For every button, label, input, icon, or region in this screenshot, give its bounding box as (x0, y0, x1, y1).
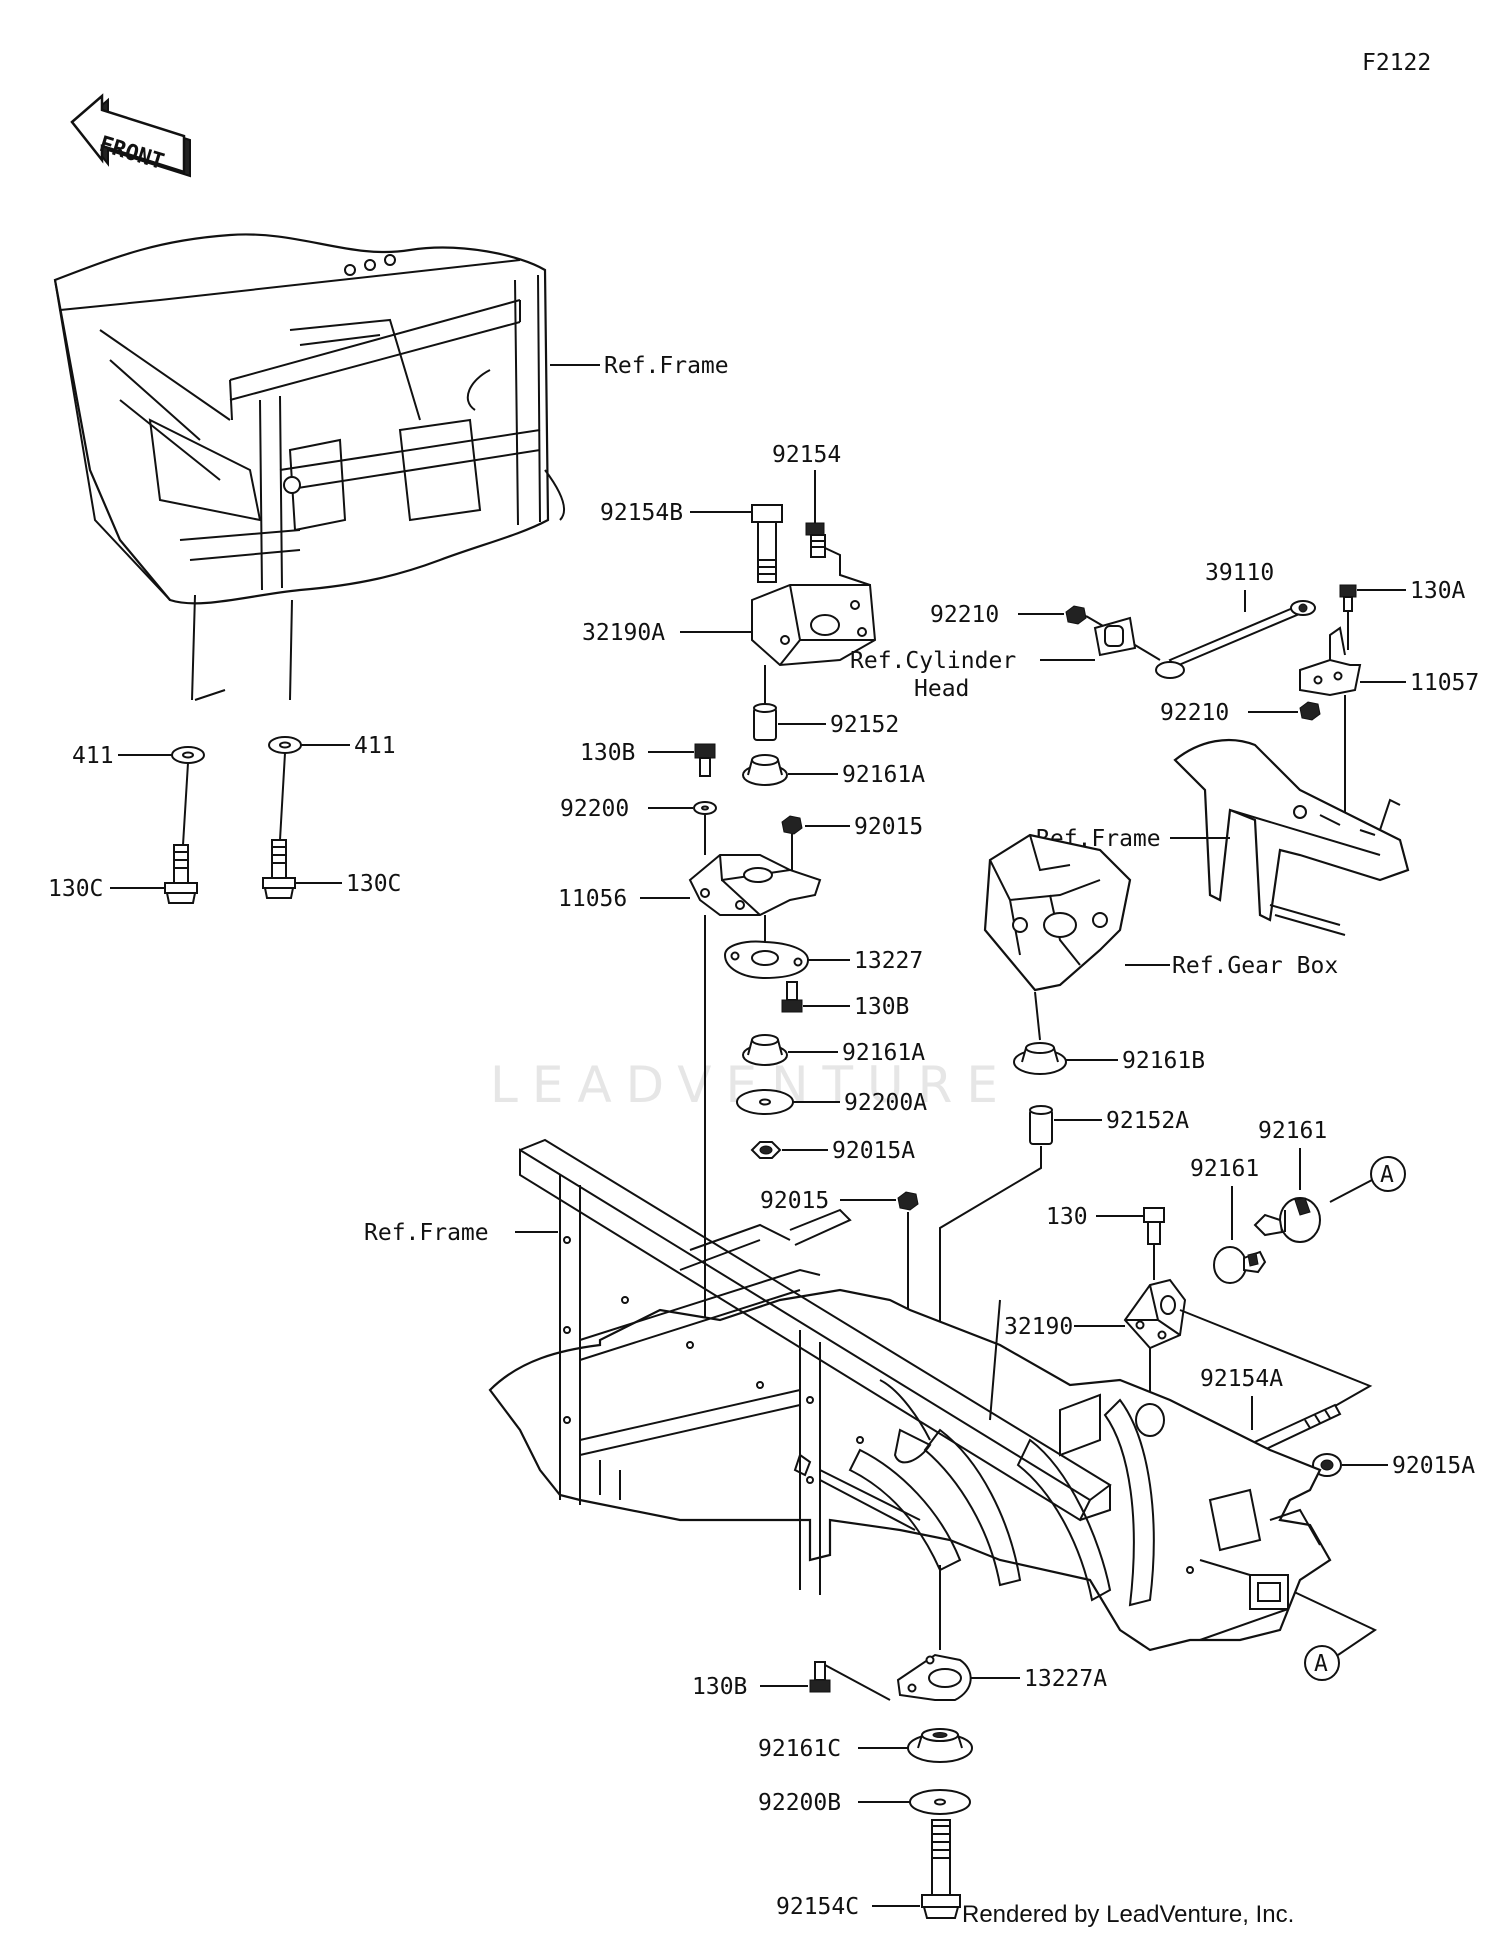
frame-upper-right (1173, 738, 1410, 936)
diagram-code: F2122 (1362, 50, 1431, 76)
label-92015A-right: 92015A (1392, 1453, 1475, 1479)
nut-92210-upper (1065, 605, 1087, 625)
label-130C-left: 130C (48, 876, 103, 902)
label-92015-upper: 92015 (854, 814, 923, 840)
label-92152A: 92152A (1106, 1108, 1189, 1134)
label-32190: 32190 (1004, 1314, 1073, 1340)
label-11056: 11056 (558, 886, 627, 912)
ref-cylinder-head-label-2: Head (914, 676, 969, 702)
gear-box (983, 833, 1132, 992)
collar-92152 (753, 703, 777, 741)
mount-92161-right (1253, 1197, 1321, 1243)
label-92154: 92154 (772, 442, 841, 468)
label-11057: 11057 (1410, 670, 1479, 696)
mount-92161-mid (1213, 1246, 1267, 1284)
washer-92200B (909, 1789, 971, 1815)
label-92154B: 92154B (600, 500, 683, 526)
label-13227: 13227 (854, 948, 923, 974)
nut-92015-lower (897, 1191, 919, 1211)
rod-39110 (1155, 600, 1316, 679)
ref-frame-lower-label: Ref.Frame (364, 1220, 489, 1246)
label-92200: 92200 (560, 796, 629, 822)
credit-text: Rendered by LeadVenture, Inc. (962, 1901, 1294, 1928)
label-130B-lower: 130B (692, 1674, 747, 1700)
washer-92200 (693, 801, 717, 815)
ref-cylinder-head-label-1: Ref.Cylinder (850, 648, 1016, 674)
bolt-130-right (1143, 1207, 1165, 1245)
washer-411-left (171, 746, 205, 764)
bolt-92154C (921, 1819, 961, 1919)
cylinder-head-tab (1093, 616, 1137, 657)
label-13227A: 13227A (1024, 1666, 1107, 1692)
bracket-32190A (751, 584, 877, 667)
bolt-130B-middle (781, 981, 803, 1013)
bolt-130C-right (262, 839, 296, 899)
label-411-left: 411 (72, 743, 114, 769)
callout-A-upper: A (1380, 1162, 1394, 1188)
label-92200A: 92200A (844, 1090, 927, 1116)
label-130A: 130A (1410, 578, 1466, 604)
callout-circle-upper (1370, 1156, 1406, 1192)
washer-92200A (736, 1089, 794, 1115)
nut-92210-lower (1299, 701, 1321, 721)
nut-92015A-center (750, 1141, 782, 1159)
bolt-130B-upper (694, 743, 716, 777)
bracket-11056 (688, 854, 822, 916)
bolt-92154 (805, 522, 826, 558)
label-92015A-center: 92015A (832, 1138, 915, 1164)
label-130C-right: 130C (346, 871, 401, 897)
callout-circle-lower (1304, 1645, 1340, 1681)
mount-92161C (907, 1728, 973, 1763)
label-92200B: 92200B (758, 1790, 841, 1816)
callout-A-lower: A (1314, 1651, 1328, 1677)
mount-92161A-lower (742, 1034, 788, 1066)
mount-92161A-upper (742, 754, 788, 786)
collar-92152A (1029, 1105, 1053, 1145)
label-92161A-lower: 92161A (842, 1040, 925, 1066)
ref-gear-box-label: Ref.Gear Box (1172, 953, 1338, 979)
mount-92161B (1013, 1042, 1067, 1075)
bolt-130A (1339, 584, 1357, 612)
bracket-11057 (1299, 626, 1362, 697)
front-arrow-icon: FRONT (70, 93, 191, 178)
label-92161-right: 92161 (1258, 1118, 1327, 1144)
frame-upper-left (53, 233, 565, 605)
bolt-130C-left (164, 844, 198, 904)
label-130B-upper: 130B (580, 740, 635, 766)
label-32190A: 32190A (582, 620, 665, 646)
frame-lower (488, 1138, 1332, 1652)
label-92154C: 92154C (776, 1894, 859, 1920)
bracket-32190 (1123, 1278, 1187, 1350)
label-130B-middle: 130B (854, 994, 909, 1020)
label-92015-lower: 92015 (760, 1188, 829, 1214)
label-92161C: 92161C (758, 1736, 841, 1762)
label-39110: 39110 (1205, 560, 1274, 586)
bolt-92154B (751, 504, 783, 583)
label-92210-upper: 92210 (930, 602, 999, 628)
label-411-right: 411 (354, 733, 396, 759)
label-92210-lower: 92210 (1160, 700, 1229, 726)
label-92161B: 92161B (1122, 1048, 1205, 1074)
ref-frame-upper-label: Ref.Frame (604, 353, 729, 379)
nut-92015-upper (781, 815, 803, 835)
plate-13227A (896, 1653, 972, 1701)
label-92161-mid: 92161 (1190, 1156, 1259, 1182)
label-92152: 92152 (830, 712, 899, 738)
bolt-130B-lower (809, 1661, 831, 1693)
label-92154A: 92154A (1200, 1366, 1283, 1392)
label-92161A-upper: 92161A (842, 762, 925, 788)
washer-411-right (268, 736, 302, 754)
label-130-right: 130 (1046, 1204, 1088, 1230)
plate-13227 (723, 940, 810, 980)
